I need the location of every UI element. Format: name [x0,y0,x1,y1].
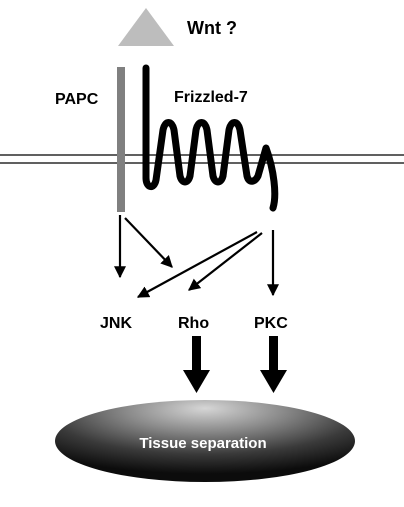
wnt-label: Wnt ? [187,18,237,38]
wnt-ligand-triangle [118,8,174,46]
rho-label: Rho [178,315,209,332]
frizzled7-label: Frizzled-7 [174,89,248,106]
papc-receptor-bar [117,67,125,212]
tissue-separation-ellipse [55,400,355,482]
thick-arrow-rho [183,336,210,393]
frizzled7-receptor [142,64,279,212]
pkc-label: PKC [254,315,288,332]
thick-arrow-pkc [260,336,287,393]
papc-label: PAPC [55,91,99,108]
arrow-frizzled-to-rho [188,232,263,291]
arrow-frizzled-to-jnk [136,231,258,298]
tissue-separation-label: Tissue separation [139,435,266,452]
arrow-papc-to-rho [124,217,173,268]
jnk-label: JNK [100,315,132,332]
